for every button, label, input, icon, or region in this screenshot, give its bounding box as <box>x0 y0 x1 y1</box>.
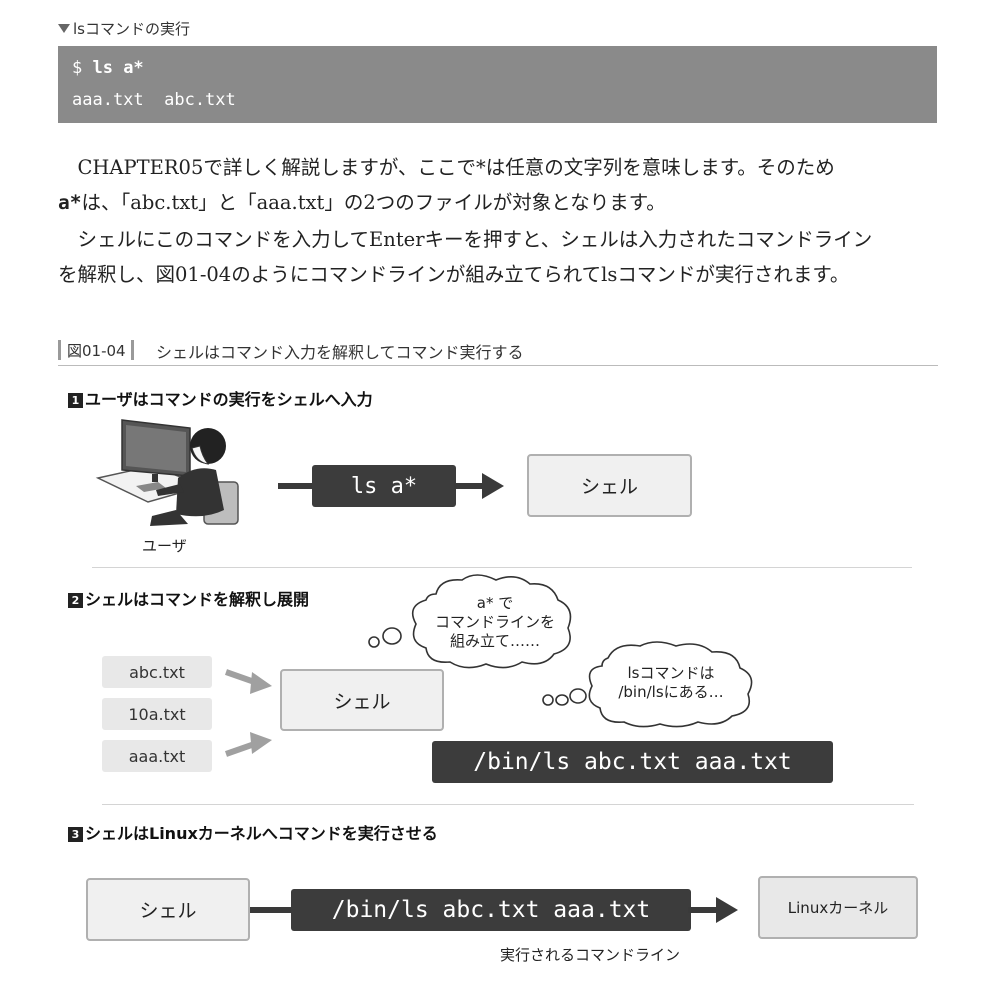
figure-header: 図01-04 シェルはコマンド入力を解釈してコマンド実行する <box>58 337 938 366</box>
inline-code: a* <box>58 191 82 214</box>
command-box-ls: ls a* <box>312 465 456 507</box>
thought-bubble-1-icon <box>368 574 572 669</box>
thought-bubble-1-text: a* で コマンドラインを 組み立て…… <box>420 594 570 651</box>
section-divider-1 <box>92 567 912 568</box>
code-output: aaa.txt abc.txt <box>72 90 236 110</box>
listing-caption-text: lsコマンドの実行 <box>73 20 190 38</box>
expanded-command-box: /bin/ls abc.txt aaa.txt <box>432 741 833 783</box>
section-2-number: 2 <box>68 593 83 608</box>
arrow-3-tail <box>250 907 296 913</box>
final-command-box: /bin/ls abc.txt aaa.txt <box>291 889 691 931</box>
bubble-2-line-1: lsコマンドは <box>627 664 715 682</box>
command-caption: 実行されるコマンドライン <box>500 946 681 964</box>
figure-marker-right <box>131 340 134 360</box>
paragraph-1-line-1: CHAPTER05で詳しく解説しますが、ここで*は任意の文字列を意味します。その… <box>58 156 835 179</box>
file-arrow-1-icon <box>225 669 272 694</box>
figure-marker-left <box>58 340 61 360</box>
file-item-10a: 10a.txt <box>102 698 212 730</box>
section-1-number: 1 <box>68 393 83 408</box>
file-item-abc: abc.txt <box>102 656 212 688</box>
code-prompt: $ <box>72 58 93 78</box>
thought-bubble-2-text: lsコマンドは /bin/lsにある… <box>596 664 746 702</box>
shell-box-1: シェル <box>527 454 692 517</box>
arrow-1-head-icon <box>454 473 504 499</box>
thought-bubble-2-icon <box>542 641 753 728</box>
code-command: ls a* <box>92 58 144 78</box>
section-3-number: 3 <box>68 827 83 842</box>
user-label: ユーザ <box>142 537 187 555</box>
user-at-computer-illustration <box>95 419 239 526</box>
paragraph-1: CHAPTER05で詳しく解説しますが、ここで*は任意の文字列を意味します。その… <box>58 150 940 220</box>
paragraph-2: シェルにこのコマンドを入力してEnterキーを押すと、シェルは入力されたコマンド… <box>58 222 940 292</box>
file-arrow-2-icon <box>225 732 272 757</box>
paragraph-1-line-2: a*は、「abc.txt」と「aaa.txt」の2つのファイルが対象となります。 <box>58 185 940 220</box>
down-triangle-icon <box>58 24 70 33</box>
figure-number: 図01-04 <box>67 342 126 360</box>
listing-caption: lsコマンドの実行 <box>58 18 190 39</box>
figure-title: シェルはコマンド入力を解釈してコマンド実行する <box>156 343 524 362</box>
arrow-1-tail <box>278 483 318 489</box>
file-item-aaa: aaa.txt <box>102 740 212 772</box>
code-command-line: $ ls a* <box>72 58 144 78</box>
paragraph-2-line-1: シェルにこのコマンドを入力してEnterキーを押すと、シェルは入力されたコマンド… <box>58 228 873 251</box>
shell-box-3: シェル <box>86 878 250 941</box>
linux-kernel-box: Linuxカーネル <box>758 876 918 939</box>
bubble-1-line-3: 組み立て…… <box>449 632 540 650</box>
code-block: $ ls a* aaa.txt abc.txt <box>58 46 937 123</box>
section-1-heading-text: ユーザはコマンドの実行をシェルへ入力 <box>85 390 373 409</box>
paragraph-2-line-2: を解釈し、図01-04のようにコマンドラインが組み立てられてlsコマンドが実行さ… <box>58 263 850 286</box>
section-divider-2 <box>102 804 914 805</box>
bubble-1-line-2: コマンドラインを <box>434 613 555 631</box>
paragraph-1-line-2-text: は、「abc.txt」と「aaa.txt」の2つのファイルが対象となります。 <box>81 191 666 214</box>
section-3-heading-text: シェルはLinuxカーネルへコマンドを実行させる <box>85 824 438 843</box>
arrow-3-head-icon <box>688 897 738 923</box>
bubble-2-line-2: /bin/lsにある… <box>618 683 724 701</box>
section-2-heading-text: シェルはコマンドを解釈し展開 <box>85 590 310 609</box>
shell-box-2: シェル <box>280 669 444 731</box>
bubble-1-line-1: a* で <box>476 594 514 612</box>
